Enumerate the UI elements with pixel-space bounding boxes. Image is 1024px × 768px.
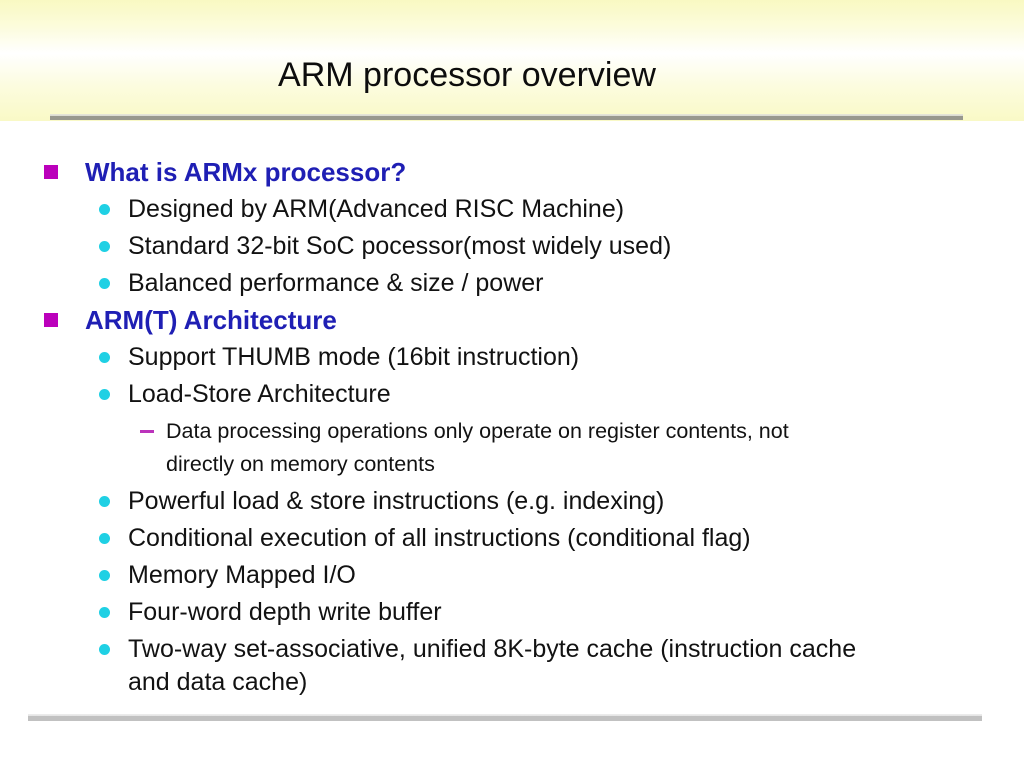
bullet-item: Four-word depth write buffer — [0, 596, 1010, 629]
bullet-text: ARM(T) Architecture — [85, 305, 337, 335]
dot-bullet-icon — [99, 352, 110, 363]
bullet-item: Conditional execution of all instruction… — [0, 522, 1010, 555]
bullet-text: Powerful load & store instructions (e.g.… — [128, 487, 665, 515]
title-band-background — [0, 0, 1024, 121]
bullet-item: Two-way set-associative, unified 8K-byte… — [0, 633, 1010, 699]
dot-bullet-icon — [99, 644, 110, 655]
dot-bullet-icon — [99, 496, 110, 507]
bullet-text: Load-Store Architecture — [128, 380, 391, 408]
bullet-list: What is ARMx processor? Designed by ARM(… — [0, 156, 1010, 703]
dash-bullet-icon — [140, 430, 154, 433]
bullet-text: Conditional execution of all instruction… — [128, 524, 751, 552]
bullet-item: Support THUMB mode (16bit instruction) — [0, 341, 1010, 374]
header-divider — [50, 114, 963, 120]
bullet-text: Standard 32-bit SoC pocessor(most widely… — [128, 232, 672, 260]
bullet-item: What is ARMx processor? — [0, 156, 1010, 189]
footer-divider — [28, 714, 982, 721]
bullet-item: Memory Mapped I/O — [0, 559, 1010, 592]
bullet-item: Balanced performance & size / power — [0, 267, 1010, 300]
square-bullet-icon — [44, 313, 58, 327]
dot-bullet-icon — [99, 204, 110, 215]
dot-bullet-icon — [99, 241, 110, 252]
bullet-text: Data processing operations only operate … — [166, 419, 789, 476]
bullet-text: Support THUMB mode (16bit instruction) — [128, 343, 580, 371]
dot-bullet-icon — [99, 278, 110, 289]
bullet-item: Standard 32-bit SoC pocessor(most widely… — [0, 230, 1010, 263]
dot-bullet-icon — [99, 607, 110, 618]
bullet-item: ARM(T) Architecture — [0, 304, 1010, 337]
slide-title: ARM processor overview — [278, 56, 656, 94]
bullet-text: Designed by ARM(Advanced RISC Machine) — [128, 195, 625, 223]
bullet-text: Four-word depth write buffer — [128, 598, 442, 626]
bullet-item: Powerful load & store instructions (e.g.… — [0, 485, 1010, 518]
bullet-text: Two-way set-associative, unified 8K-byte… — [128, 635, 857, 696]
bullet-text: Memory Mapped I/O — [128, 561, 356, 589]
bullet-item: Designed by ARM(Advanced RISC Machine) — [0, 193, 1010, 226]
bullet-text: Balanced performance & size / power — [128, 269, 544, 297]
square-bullet-icon — [44, 165, 58, 179]
bullet-text: What is ARMx processor? — [85, 157, 407, 187]
dot-bullet-icon — [99, 389, 110, 400]
dot-bullet-icon — [99, 570, 110, 581]
bullet-item: Data processing operations only operate … — [0, 415, 1010, 481]
bullet-item: Load-Store Architecture — [0, 378, 1010, 411]
dot-bullet-icon — [99, 533, 110, 544]
